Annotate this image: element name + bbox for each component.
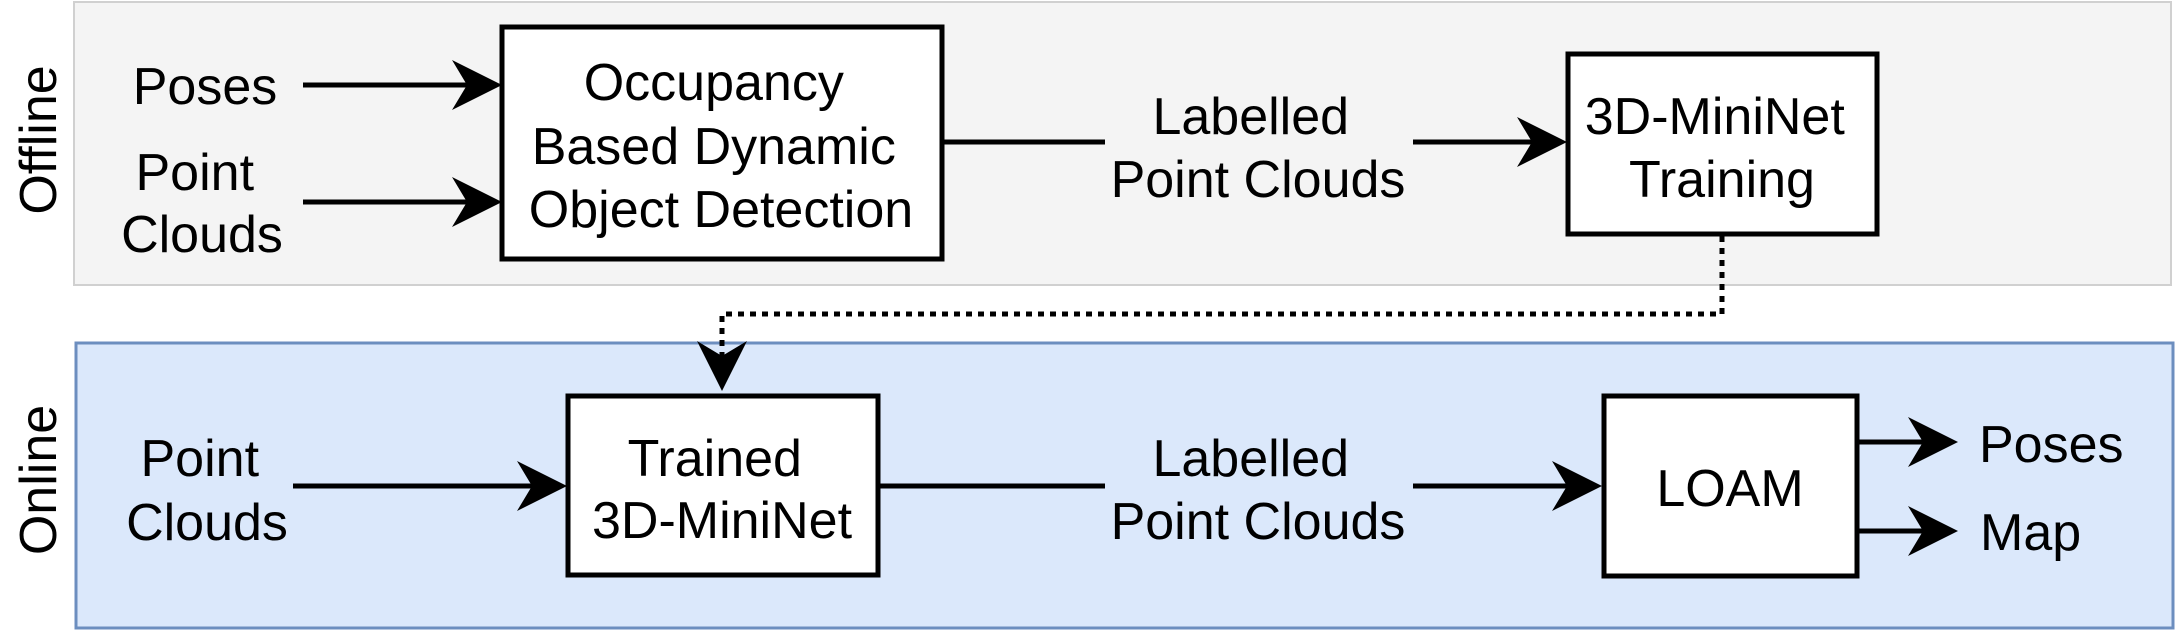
mininet-training-box	[1565, 51, 1880, 237]
online-point-clouds-input-label: Point Clouds	[126, 430, 288, 552]
offline-point-clouds-input-label: Point Clouds	[121, 144, 283, 264]
online-labelled-point-clouds-label: Labelled Point Clouds	[1111, 430, 1406, 551]
mininet-training-label: 3D-MiniNet Training	[1585, 88, 1860, 209]
offline-labelled-point-clouds-label: Labelled Point Clouds	[1111, 88, 1406, 209]
offline-section-label: Offline	[10, 65, 68, 214]
training-to-trained-dotted-arrow	[697, 236, 1725, 391]
trained-mininet-label: Trained 3D-MiniNet	[592, 430, 853, 550]
online-section-label: Online	[10, 405, 68, 555]
offline-poses-input-label: Poses	[133, 58, 278, 116]
loam-box	[1601, 393, 1860, 579]
online-poses-output-label: Poses	[1979, 416, 2124, 474]
dynamic-object-detection-label: Occupancy Based Dynamic Object Detection	[529, 54, 913, 239]
loam-label: LOAM	[1656, 460, 1803, 518]
online-map-output-label: Map	[1980, 504, 2081, 562]
